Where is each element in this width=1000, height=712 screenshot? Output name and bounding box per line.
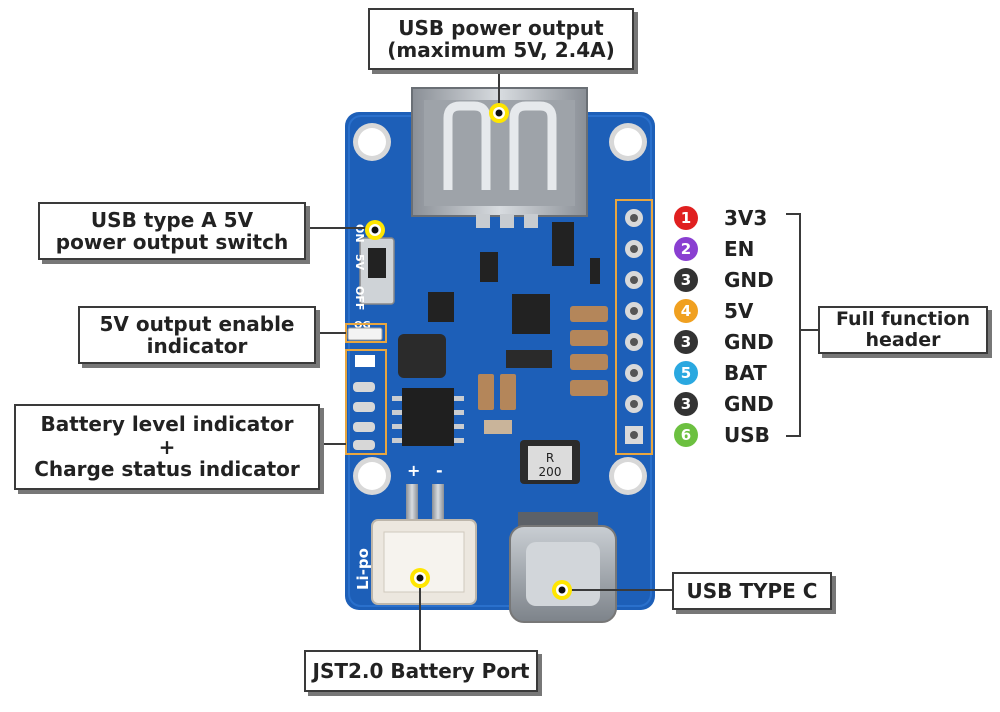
silk-5v: 5V <box>353 254 366 271</box>
pin-number-badge: 4 <box>674 299 698 323</box>
pin-name: GND <box>724 268 774 292</box>
pin-name: BAT <box>724 361 767 385</box>
pin-number-badge: 6 <box>674 423 698 447</box>
components: R 200 <box>392 222 608 484</box>
silk-off: OFF <box>353 286 366 310</box>
pin-row-2: 2 EN <box>674 236 794 262</box>
label-battery-charge-indicator-line3: Charge status indicator <box>34 457 300 482</box>
label-usb-power-output: USB power output (maximum 5V, 2.4A) <box>368 8 634 70</box>
battery-leds <box>353 355 375 450</box>
silk-on: ON <box>353 224 366 243</box>
usb-c-connector <box>509 512 617 623</box>
label-full-function-header-line2: header <box>865 329 941 351</box>
yellow-markers <box>365 103 572 600</box>
leader-lines <box>306 62 818 650</box>
silk-minus: - <box>436 461 443 480</box>
label-battery-charge-indicator-line1: Battery level indicator <box>40 412 294 437</box>
label-jst-battery-port-text: JST2.0 Battery Port <box>312 658 530 683</box>
pin-name: 5V <box>724 299 754 323</box>
pin-number-badge: 3 <box>674 392 698 416</box>
label-usb-power-output-line1: USB power output <box>398 15 604 40</box>
silk-lipo: Li-po <box>354 548 372 590</box>
pin-row-4: 4 5V <box>674 298 794 324</box>
pin-row-3: 3 GND <box>674 267 794 293</box>
pin-row-6: 5 BAT <box>674 360 794 386</box>
pin-number-badge: 3 <box>674 330 698 354</box>
label-output-enable-indicator: 5V output enable indicator <box>78 306 316 364</box>
pin-name: GND <box>724 392 774 416</box>
slide-switch <box>359 237 395 305</box>
label-battery-charge-indicator-line2: + <box>158 434 176 459</box>
label-full-function-header: Full function header <box>818 306 988 354</box>
pin-name: USB <box>724 423 770 447</box>
enable-led <box>347 327 383 341</box>
pin-row-7: 3 GND <box>674 391 794 417</box>
pin-name: 3V3 <box>724 206 768 230</box>
label-usb-type-c-text: USB TYPE C <box>686 578 818 603</box>
pin-row-5: 3 GND <box>674 329 794 355</box>
silk-r: R <box>546 451 554 465</box>
label-usb-type-a-switch: USB type A 5V power output switch <box>38 202 306 260</box>
jst-connector <box>371 484 477 605</box>
label-battery-charge-indicator: Battery level indicator + Charge status … <box>14 404 320 490</box>
pin-number-badge: 2 <box>674 237 698 261</box>
label-usb-type-a-switch-line1: USB type A 5V <box>90 207 254 232</box>
label-usb-power-output-line2: (maximum 5V, 2.4A) <box>387 38 615 62</box>
label-full-function-header-line1: Full function <box>836 307 970 330</box>
silk-plus: + <box>407 461 420 480</box>
pin-name: EN <box>724 237 755 261</box>
label-output-enable-indicator-line1: 5V output enable <box>99 311 295 336</box>
label-jst-battery-port: JST2.0 Battery Port <box>304 650 538 692</box>
pin-number-badge: 3 <box>674 268 698 292</box>
header-pins <box>625 209 643 444</box>
label-usb-type-a-switch-line2: power output switch <box>55 230 289 254</box>
label-output-enable-indicator-line2: indicator <box>146 334 248 358</box>
label-usb-type-c: USB TYPE C <box>672 572 832 610</box>
silk-og: OG <box>354 320 371 331</box>
pin-number-badge: 5 <box>674 361 698 385</box>
pin-row-1: 1 3V3 <box>674 205 794 231</box>
pin-row-8: 6 USB <box>674 422 794 448</box>
mounting-holes <box>353 123 647 495</box>
pin-number-badge: 1 <box>674 206 698 230</box>
silk-200: 200 <box>539 465 562 479</box>
pin-name: GND <box>724 330 774 354</box>
